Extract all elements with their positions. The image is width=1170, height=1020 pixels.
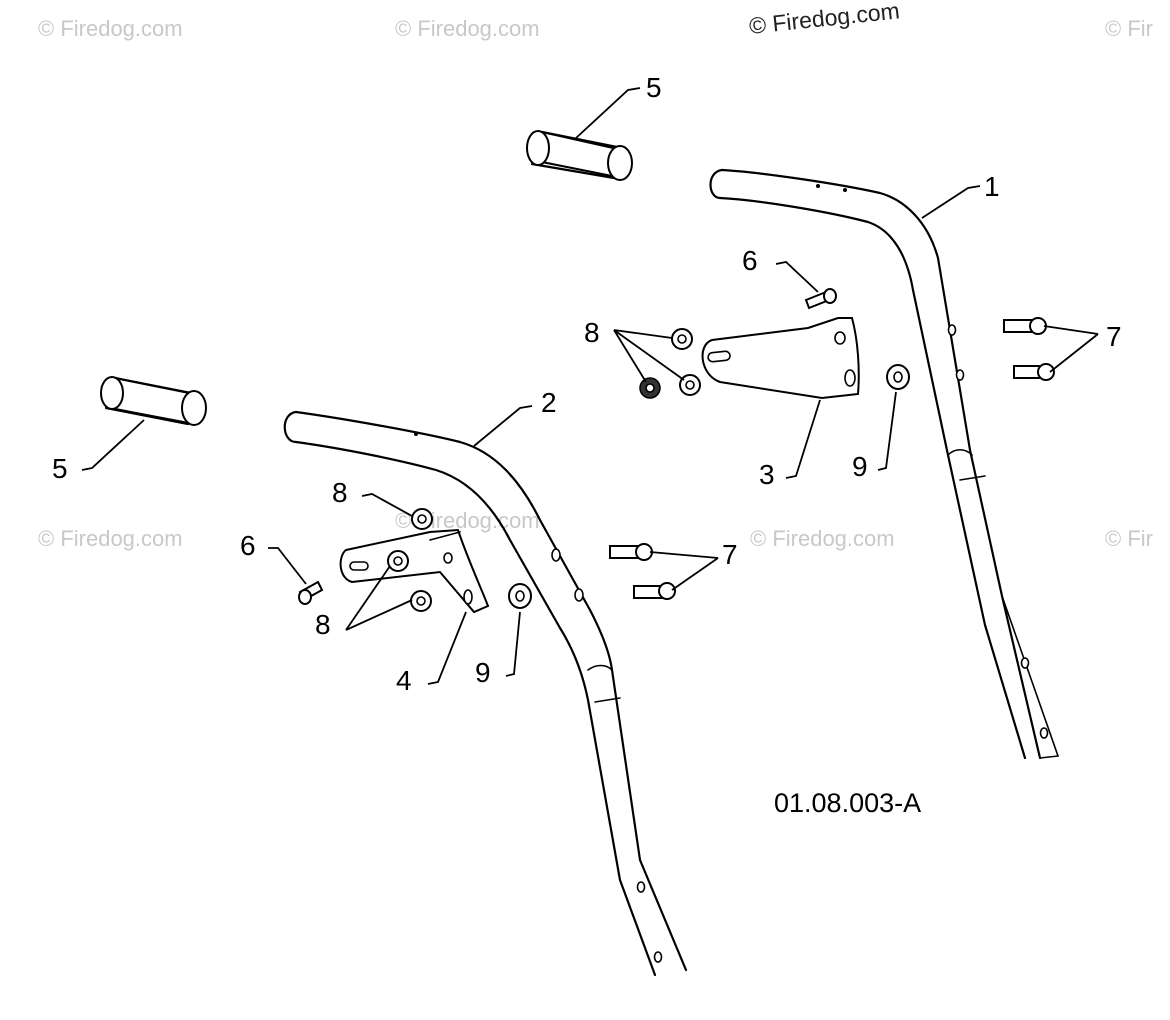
watermark-header: © Firedog.com <box>748 0 901 39</box>
callout-bolt-left: 6 <box>240 530 256 561</box>
diagram-code: 01.08.003-A <box>774 788 921 818</box>
handle-tube-left <box>283 410 688 977</box>
watermark: © Firedog.com <box>750 526 895 551</box>
callout-washer-right: 9 <box>852 451 868 482</box>
washer-right <box>886 364 910 390</box>
callout-screws-right: 7 <box>1106 321 1122 352</box>
nut-left-1 <box>411 508 433 530</box>
callout-bracket-left: 4 <box>396 665 412 696</box>
handle-grip-left <box>100 376 207 426</box>
callout-handle-left: 2 <box>541 387 557 418</box>
callout-nut-left-top: 8 <box>332 477 348 508</box>
mounting-bracket-left <box>339 528 490 614</box>
watermark: © Firedog.com <box>38 526 183 551</box>
mounting-bracket-right <box>701 317 860 400</box>
callout-grip-left: 5 <box>52 453 68 484</box>
watermark-layer: © Firedog.com © Firedog.com © Fir © Fire… <box>38 0 1153 551</box>
bolt-right <box>804 288 837 310</box>
handle-grip-top <box>526 130 633 181</box>
screw-right-lower <box>1013 363 1055 381</box>
callout-labels: 5 1 2 5 6 8 7 3 9 8 6 7 8 4 9 <box>52 72 1122 696</box>
callout-handle-right: 1 <box>984 171 1000 202</box>
screw-left-upper <box>609 543 653 561</box>
screw-right-upper <box>1003 317 1047 335</box>
callout-nuts-right: 8 <box>584 317 600 348</box>
callout-nuts-left-bottom: 8 <box>315 609 331 640</box>
callout-bolt-right: 6 <box>742 245 758 276</box>
nut-right-1 <box>671 328 693 350</box>
watermark: © Fir <box>1105 526 1153 551</box>
callout-screws-left: 7 <box>722 539 738 570</box>
nut-right-2 <box>639 377 661 399</box>
nut-left-3 <box>410 590 432 612</box>
washer-left <box>508 583 532 609</box>
watermark: © Firedog.com <box>38 16 183 41</box>
screw-left-lower <box>633 582 676 600</box>
nut-left-2 <box>387 550 409 572</box>
handle-tube-right <box>709 168 1060 760</box>
watermark: © Firedog.com <box>395 16 540 41</box>
callout-washer-left: 9 <box>475 657 491 688</box>
watermark: © Fir <box>1105 16 1153 41</box>
callout-grip-top: 5 <box>646 72 662 103</box>
leader-lines <box>81 87 1099 685</box>
callout-bracket-right: 3 <box>759 459 775 490</box>
bolt-left <box>298 580 324 605</box>
nut-right-3 <box>679 374 701 396</box>
